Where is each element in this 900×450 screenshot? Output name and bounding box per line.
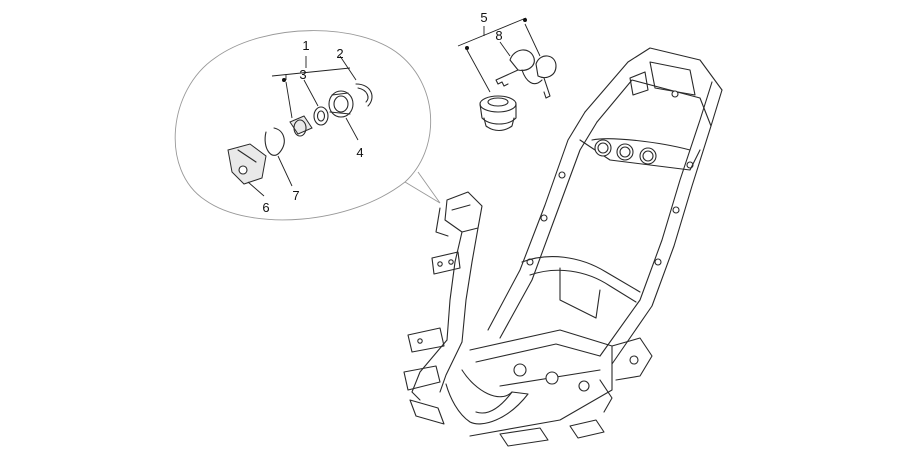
callout-3: 3	[299, 67, 306, 82]
lock-cylinder-part	[289, 115, 313, 137]
lever-bracket-part	[227, 143, 267, 185]
callout-2: 2	[336, 46, 343, 61]
retaining-clip-part	[355, 83, 373, 107]
washer-part	[313, 106, 329, 126]
fuel-cap-part	[479, 95, 517, 132]
detail-bubble	[174, 30, 441, 221]
scooter-frame	[403, 47, 723, 447]
callout-7: 7	[292, 188, 299, 203]
callout-6: 6	[262, 200, 269, 215]
leader-lines	[247, 17, 541, 197]
callout-5: 5	[480, 10, 487, 25]
callout-4: 4	[356, 145, 363, 160]
callout-8: 8	[495, 28, 502, 43]
key-set-part	[495, 49, 557, 99]
lock-housing-part	[328, 90, 354, 118]
spring-clip-part	[264, 127, 285, 156]
callout-1: 1	[302, 38, 309, 53]
